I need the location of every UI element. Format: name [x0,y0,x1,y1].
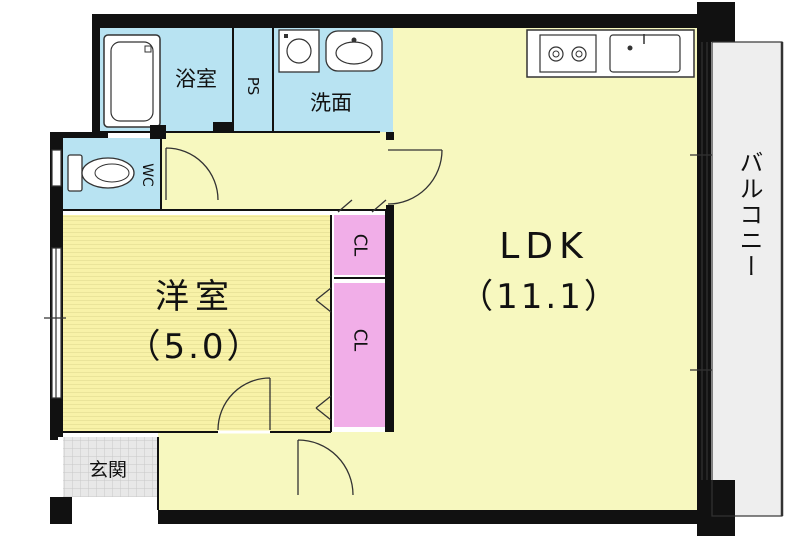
closet-lower-label: CL [350,329,371,352]
entrance-floor [63,437,158,497]
washing-machine-icon [278,29,320,73]
ps-floor [233,28,273,132]
western-room-floor [63,215,331,432]
doors [165,147,443,496]
ldk-label: LDK [499,226,588,267]
wash-basin-icon [325,30,383,72]
toilet-icon [67,154,135,192]
kitchen-counter-icon [526,29,695,78]
closet-lower-floor [334,283,386,427]
washroom-label: 洗面 [310,91,352,115]
ldk-size-label: （11.1） [459,277,621,317]
western-room-size-label: （5.0） [126,327,263,367]
balcony-railing [690,41,784,517]
hallway-floor [158,132,393,210]
bath-label: 浴室 [175,67,217,91]
balcony-floor [712,42,782,516]
bathtub-icon [103,34,161,128]
balcony-label: バルコニー [735,150,763,280]
closet-upper-floor [334,215,386,275]
closet-upper-label: CL [350,234,371,257]
wc-label: WC [139,163,155,187]
entrance-label: 玄関 [89,459,127,481]
window-left [44,149,66,399]
ps-label: PS [244,77,262,96]
ldk-floor [158,28,697,510]
western-room-label: 洋室 [155,277,235,317]
